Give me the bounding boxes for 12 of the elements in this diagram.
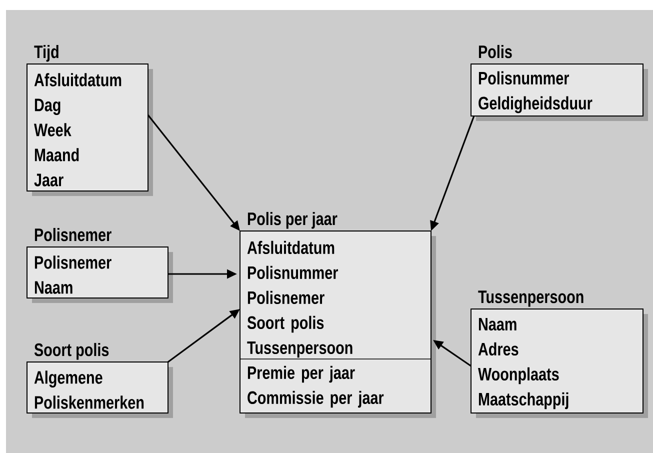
entity-box: Polisnemer Naam [26, 246, 173, 303]
entity-box: Afsluitdatum Polisnummer Polisnemer Soort polis Tussenpersoon Premie per jaar Commissie per jaar [240, 230, 436, 418]
entity-box: Afsluitdatum Dag Week Maand Jaar [26, 64, 153, 196]
entity-box: Polisnummer Geldigheidsduur [470, 64, 648, 121]
entity-title: Polisnemer [34, 228, 112, 242]
entity-title: Polis per jaar [248, 212, 338, 229]
entity-title: Soort polis [34, 342, 109, 360]
entity-title: Polis [478, 44, 512, 58]
entity-box: Naam Adres Woonplaats Maatschappij [470, 308, 648, 418]
entity-box: Algemene Poliskenmerken [26, 362, 173, 418]
entity-title: Tijd [34, 44, 58, 62]
entity-title: Tussenpersoon [478, 290, 584, 307]
